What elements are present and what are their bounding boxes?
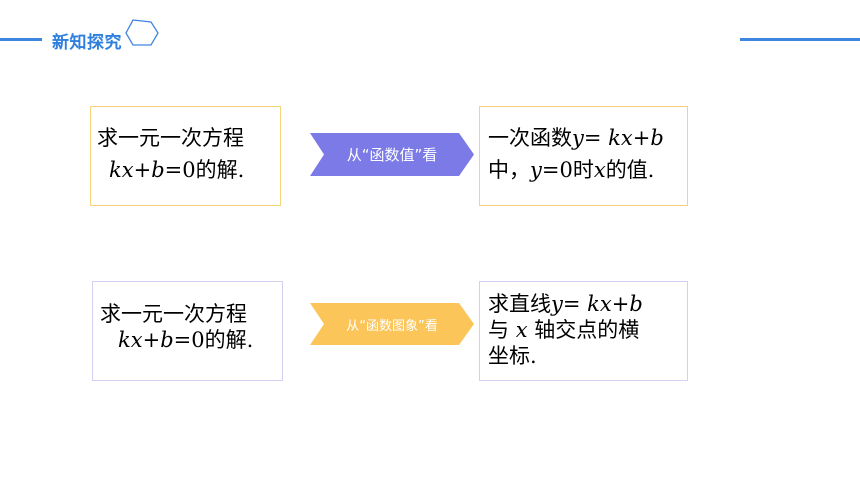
page-title: 新知探究: [52, 33, 122, 53]
var-b: b: [151, 158, 165, 182]
var-x: x: [515, 318, 528, 342]
arrow-label-function-graph: 从“函数图象”看: [346, 319, 438, 334]
plus-sign: +: [632, 126, 651, 150]
var-kx: kx: [608, 126, 633, 150]
plus-sign: +: [611, 292, 630, 316]
text-value: 的值.: [605, 158, 655, 182]
equation-box-row1: 求一元一次方程 kx+b=0的解.: [90, 106, 281, 206]
var-kx: kx: [118, 328, 143, 352]
arrow-label-function-value: 从“函数值”看: [346, 146, 438, 164]
text-zhong: 中，: [488, 158, 530, 182]
hexagon-outline-icon: [125, 19, 159, 46]
plus-sign: +: [142, 328, 161, 352]
arrow-function-value: 从“函数值”看: [310, 133, 474, 176]
equation-box-line1: 求一元一次方程: [100, 302, 247, 326]
var-y: y: [530, 158, 542, 182]
var-y: y: [551, 292, 563, 316]
equals-sign: =: [583, 126, 609, 150]
line-intersection-box: 求直线y= kx+b 与 x 轴交点的横 坐标.: [479, 281, 688, 381]
equation-box-line1: 求一元一次方程: [97, 126, 244, 150]
var-y: y: [572, 126, 584, 150]
text-with: 与: [488, 318, 516, 342]
text-axis-intersection: 轴交点的横: [527, 318, 640, 342]
equals-sign: =: [562, 292, 588, 316]
var-b: b: [160, 328, 174, 352]
var-kx: kx: [109, 158, 134, 182]
var-b: b: [650, 126, 664, 150]
text-when: =0时: [541, 158, 594, 182]
text-coordinate: 坐标.: [488, 344, 537, 368]
plus-sign: +: [133, 158, 152, 182]
var-x: x: [593, 158, 606, 182]
var-kx: kx: [587, 292, 612, 316]
line-text: 求直线: [488, 292, 551, 316]
equation-rest: =0的解.: [164, 158, 245, 182]
function-text: 一次函数: [488, 126, 572, 150]
header-line-left: [0, 38, 42, 41]
arrow-function-graph: 从“函数图象”看: [310, 303, 474, 345]
function-value-box: 一次函数y= kx+b 中，y=0时x的值.: [479, 106, 688, 206]
var-b: b: [629, 292, 643, 316]
header-line-right: [740, 38, 860, 41]
equation-box-row2: 求一元一次方程 kx+b=0的解.: [92, 281, 283, 381]
equation-rest: =0的解.: [173, 328, 254, 352]
